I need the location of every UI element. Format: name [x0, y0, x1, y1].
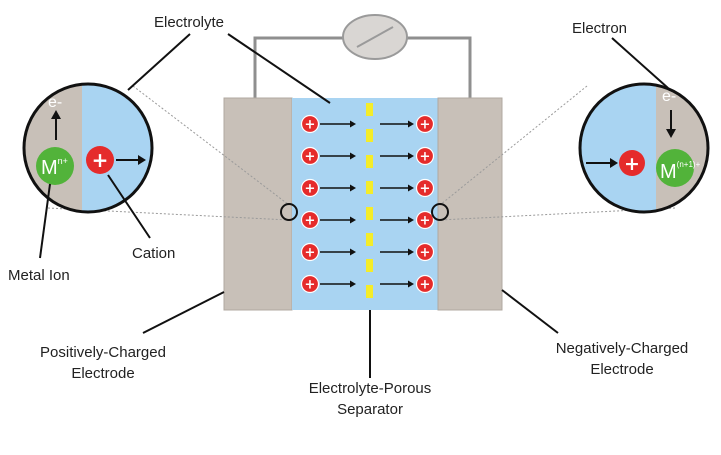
cation-label: Cation — [132, 245, 175, 262]
separator-dash — [366, 233, 373, 246]
svg-text:M(n+1)+: M(n+1)+ — [660, 160, 701, 183]
cation-left-1 — [300, 146, 320, 166]
porous-separator — [366, 103, 373, 298]
arrow-head — [408, 216, 414, 224]
arrow-head — [408, 248, 414, 256]
cation-right-5 — [415, 274, 435, 294]
arrow-head — [350, 280, 356, 288]
arrow-head — [350, 184, 356, 192]
right-electron-symbol: e- — [662, 88, 676, 105]
separator-dash — [366, 181, 373, 194]
cation-left-5 — [300, 274, 320, 294]
right-cation — [619, 150, 645, 176]
arrow-head — [408, 152, 414, 160]
cation-right-0 — [415, 114, 435, 134]
leader-lines — [39, 33, 669, 378]
arrow-head — [350, 120, 356, 128]
cation-left-2 — [300, 178, 320, 198]
arrow-head — [408, 280, 414, 288]
svg-text:+: + — [92, 148, 109, 172]
right-inset: e- + M(n+1)+ — [578, 82, 710, 214]
left-inset: e- Mn+ + — [22, 82, 154, 214]
left-cation — [86, 146, 114, 174]
positive-electrode — [223, 97, 293, 311]
cation-symbol: + — [420, 182, 431, 197]
cation-left-4 — [300, 242, 320, 262]
right-metal-superscript: (n+1)+ — [677, 160, 701, 169]
arrow-head — [350, 248, 356, 256]
separator-label-line2: Separator — [337, 401, 403, 418]
left-metal-base: M — [41, 157, 58, 179]
negative-electrode-label-line2: Electrode — [590, 361, 653, 378]
cation-rows: + + + + + + + + + + + + — [300, 114, 435, 294]
positive-electrode-label-line1: Positively-Charged — [40, 344, 166, 361]
separator-dash — [366, 103, 373, 116]
cation-symbol: + — [420, 118, 431, 133]
left-electron-symbol: e- — [48, 94, 62, 111]
arrow-head — [350, 216, 356, 224]
left-magnify-spot — [280, 203, 298, 221]
separator-dash — [366, 207, 373, 220]
electrolyte-label: Electrolyte — [154, 14, 224, 31]
cation-right-3 — [415, 210, 435, 230]
cation-right-1 — [415, 146, 435, 166]
cation-left-0 — [300, 114, 320, 134]
right-metal-ion — [656, 149, 694, 187]
left-metal-ion — [36, 147, 74, 185]
cation-right-4 — [415, 242, 435, 262]
arrow-head — [408, 184, 414, 192]
cation-symbol: + — [420, 246, 431, 261]
cation-symbol: + — [420, 214, 431, 229]
cation-symbol: + — [305, 150, 316, 165]
separator-dash — [366, 155, 373, 168]
svg-text:Mn+: Mn+ — [41, 156, 68, 179]
separator-label-line1: Electrolyte-Porous — [309, 380, 432, 397]
cation-symbol: + — [305, 278, 316, 293]
positive-electrode-label-line2: Electrode — [71, 365, 134, 382]
negative-electrode-label-line1: Negatively-Charged — [556, 340, 689, 357]
cation-symbol: + — [305, 182, 316, 197]
cation-right-2 — [415, 178, 435, 198]
arrow-head — [350, 152, 356, 160]
metal-ion-label: Metal Ion — [8, 267, 70, 284]
separator-dash — [366, 285, 373, 298]
cation-symbol: + — [305, 214, 316, 229]
cation-symbol: + — [420, 150, 431, 165]
cation-symbol: + — [305, 246, 316, 261]
arrow-head — [408, 120, 414, 128]
right-metal-base: M — [660, 161, 677, 183]
svg-text:+: + — [624, 153, 640, 175]
cation-symbol: + — [420, 278, 431, 293]
separator-dash — [366, 259, 373, 272]
right-magnify-spot — [431, 203, 449, 221]
negative-electrode — [437, 97, 503, 311]
left-metal-superscript: n+ — [58, 156, 68, 166]
electrolyte-region — [292, 98, 438, 310]
cation-left-3 — [300, 210, 320, 230]
bulb-filament — [356, 26, 394, 48]
electron-label: Electron — [572, 20, 627, 37]
cation-symbol: + — [305, 118, 316, 133]
external-wire — [253, 36, 472, 98]
separator-dash — [366, 129, 373, 142]
